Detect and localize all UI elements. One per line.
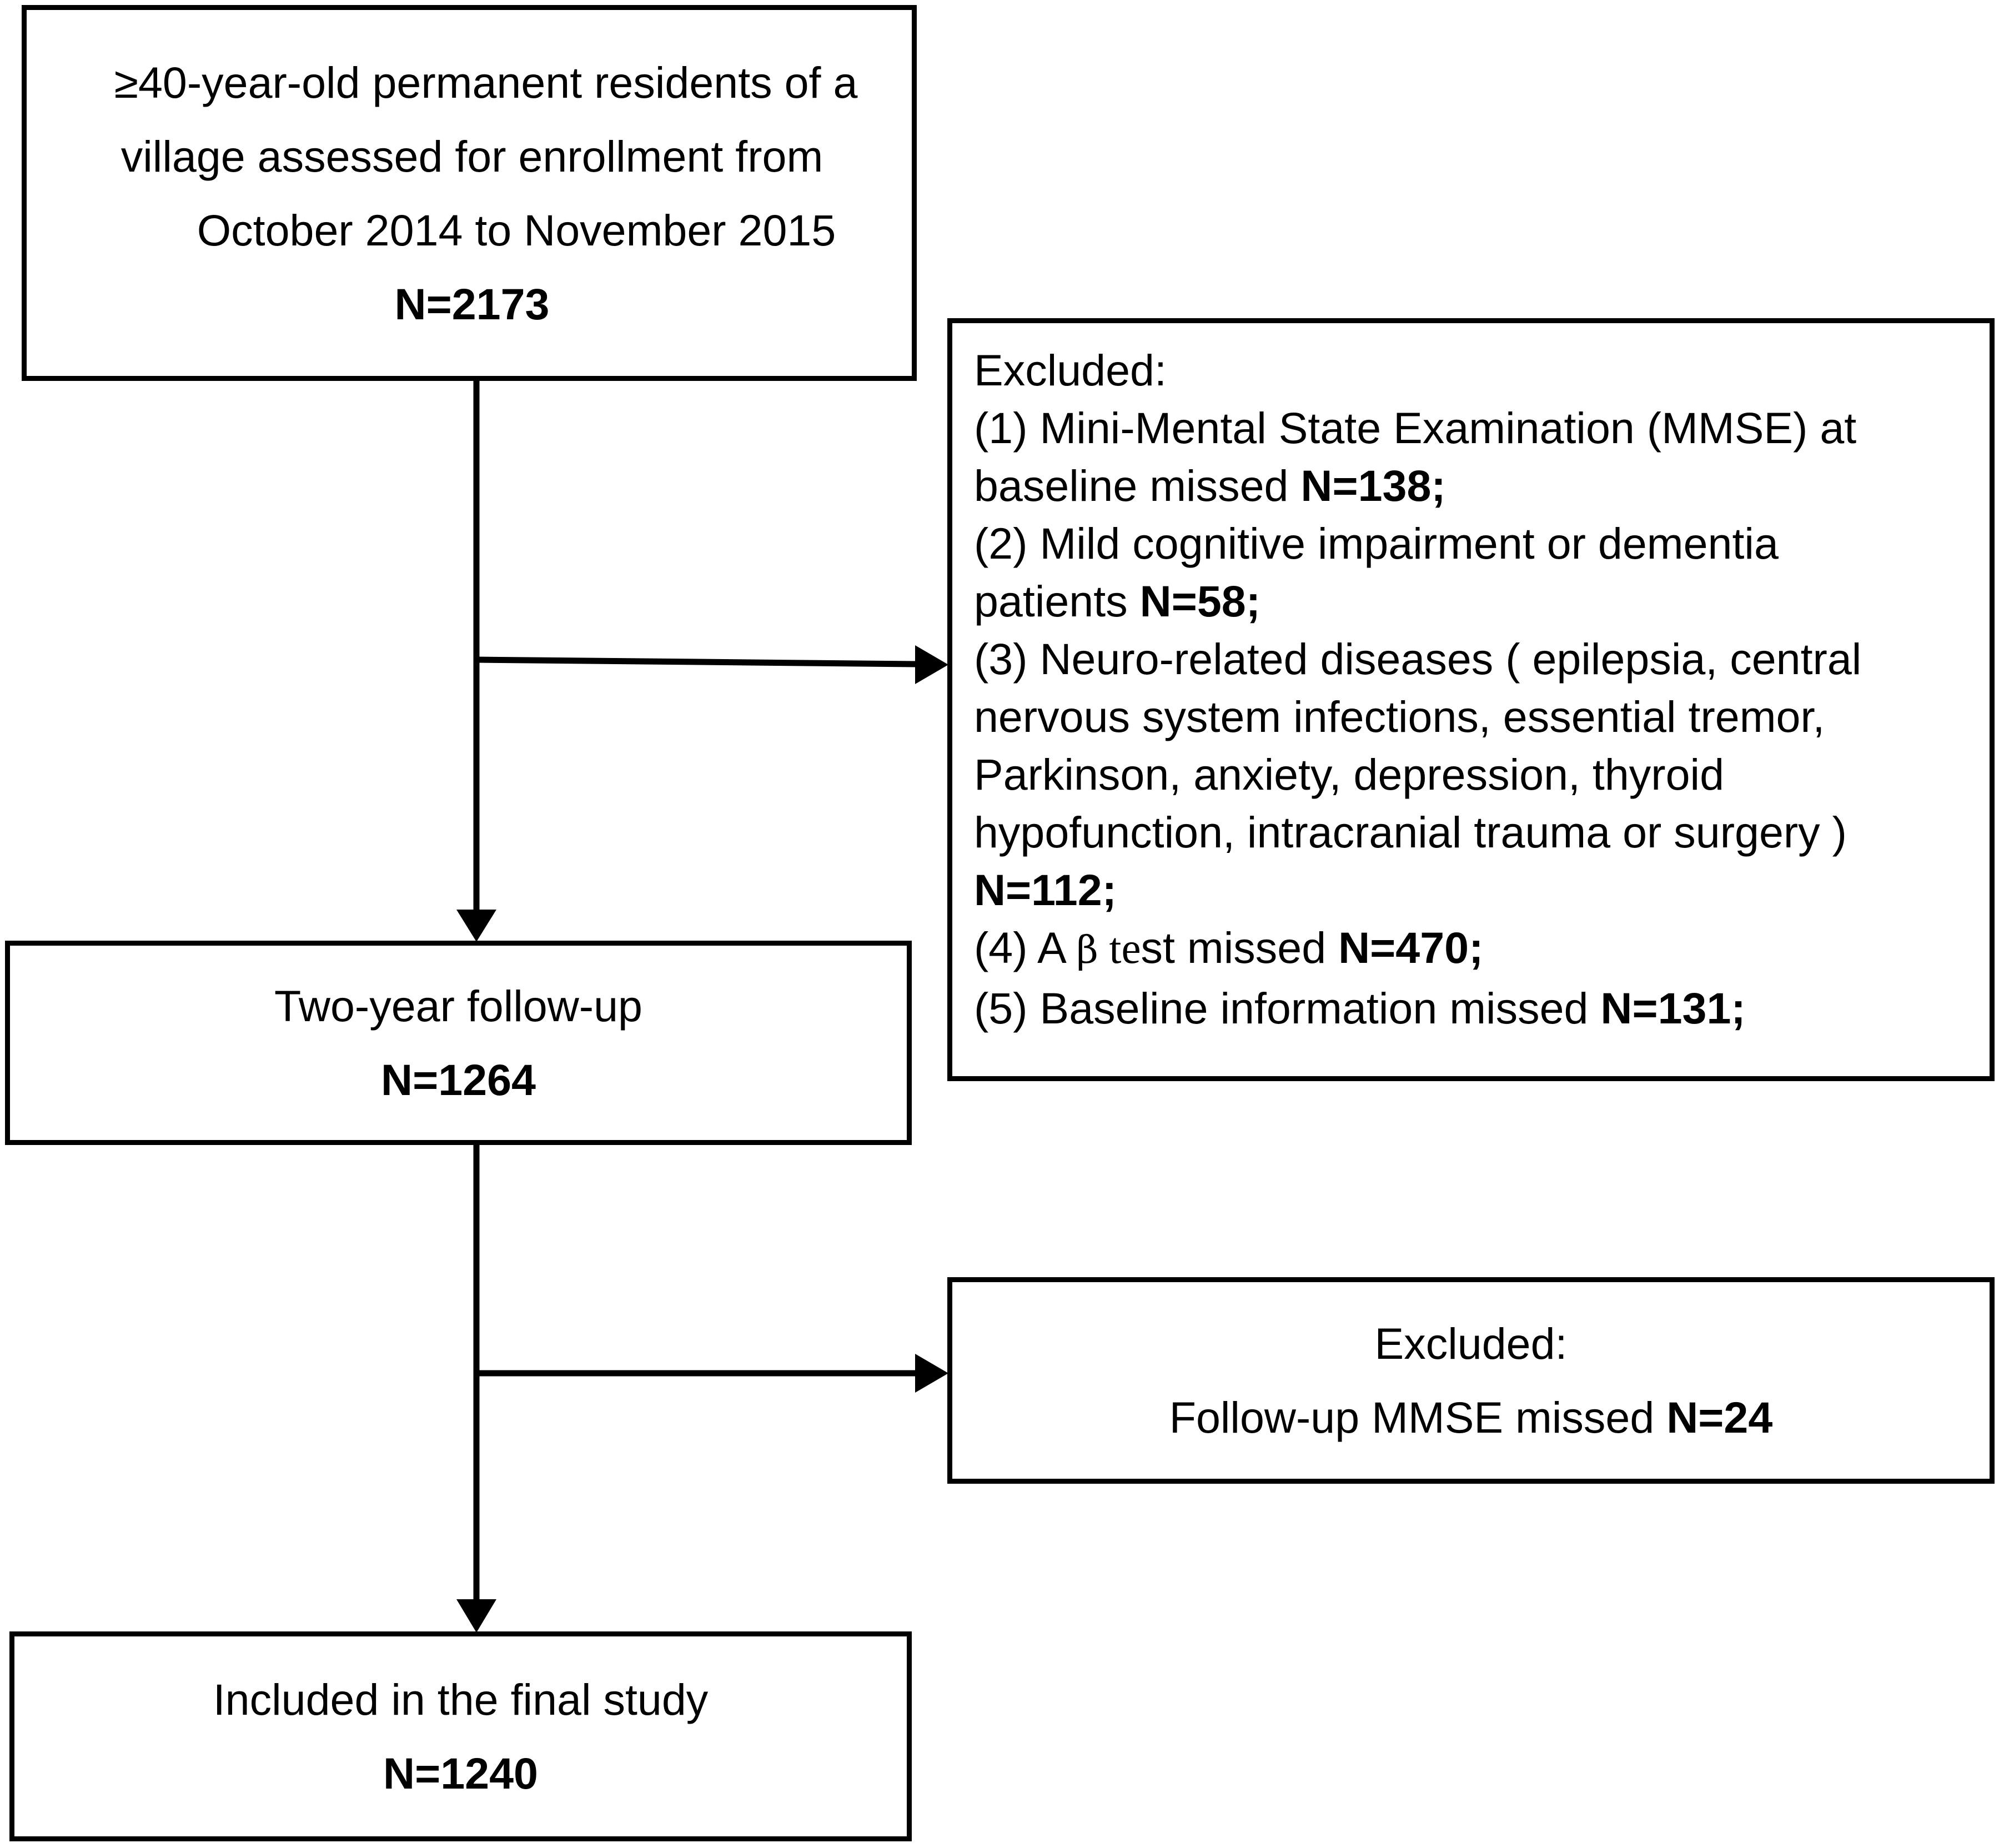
exclusion-item-1-count: N=138; xyxy=(1300,461,1446,510)
followup-count: N=1264 xyxy=(381,1055,536,1104)
exclusion-item-5-text: (5) Baseline information missed xyxy=(974,983,1601,1033)
arrowhead-to-final xyxy=(456,1599,496,1633)
exclusion-item-5-count: N=131; xyxy=(1600,983,1746,1033)
exclusion-item-5-line: (5) Baseline information missed N=131; xyxy=(974,980,1990,1037)
exclusion-item-3-count: N=112; xyxy=(974,865,1117,915)
enrollment-box: ≥40-year-old permanent residents of a vi… xyxy=(22,5,917,381)
arrowhead-to-followup xyxy=(456,910,496,942)
exclusion-item-4-prefix: (4) A xyxy=(974,923,1077,972)
enrollment-line-2: village assessed for enrollment from xyxy=(120,131,823,181)
exclusion-item-2-line-2: patients N=58; xyxy=(974,573,1990,630)
exclusion-item-4-te: te xyxy=(1098,925,1141,973)
exclusion-box-followup: Excluded: Follow-up MMSE missed N=24 xyxy=(947,1277,1995,1484)
enrollment-line-3: October 2014 to November 2015 xyxy=(197,205,836,255)
exclusion-2-heading: Excluded: xyxy=(1374,1319,1568,1368)
exclusion-item-2-line-1: (2) Mild cognitive impairment or dementi… xyxy=(974,519,1779,568)
followup-box: Two-year follow-up N=1264 xyxy=(5,941,912,1145)
exclusion-item-3-line-2: nervous system infections, essential tre… xyxy=(974,692,1825,741)
exclusion-box-baseline: Excluded: (1) Mini-Mental State Examinat… xyxy=(947,318,1995,1081)
beta-symbol: β xyxy=(1076,928,1098,972)
exclusion-item-1-text: baseline missed xyxy=(974,461,1301,510)
exclusion-item-1-line-2: baseline missed N=138; xyxy=(974,457,1990,515)
exclusion-item-4-count: N=470; xyxy=(1338,923,1484,972)
final-study-box: Included in the final study N=1240 xyxy=(9,1631,912,1841)
exclusion-item-4-line: (4) A β test missed N=470; xyxy=(974,919,1990,980)
enrollment-count: N=2173 xyxy=(394,279,550,329)
exclusion-2-line: Follow-up MMSE missed N=24 xyxy=(1169,1380,1773,1454)
exclusion-heading: Excluded: xyxy=(974,345,1167,395)
exclusion-item-3-line-1: (3) Neuro-related diseases ( epilepsia, … xyxy=(974,634,1862,684)
exclusion-item-1-line-1: (1) Mini-Mental State Examination (MMSE)… xyxy=(974,403,1857,453)
arrowhead-to-exclusion-2 xyxy=(915,1354,948,1393)
exclusion-2-count: N=24 xyxy=(1666,1393,1773,1442)
arrowhead-to-exclusion-1 xyxy=(915,645,948,684)
exclusion-item-3-line-4: hypofunction, intracranial trauma or sur… xyxy=(974,807,1847,857)
exclusion-item-2-count: N=58; xyxy=(1139,576,1261,626)
exclusion-2-text: Follow-up MMSE missed xyxy=(1169,1393,1667,1442)
exclusion-item-3-line-3: Parkinson, anxiety, depression, thyroid xyxy=(974,750,1725,799)
followup-label: Two-year follow-up xyxy=(274,981,642,1031)
exclusion-branch-line-1 xyxy=(476,656,917,667)
final-label: Included in the final study xyxy=(213,1675,709,1724)
enrollment-line-1: ≥40-year-old permanent residents of a xyxy=(114,57,858,107)
exclusion-item-2-text: patients xyxy=(974,576,1140,626)
final-count: N=1240 xyxy=(383,1749,538,1798)
exclusion-item-4-suffix: st missed xyxy=(1141,923,1339,972)
